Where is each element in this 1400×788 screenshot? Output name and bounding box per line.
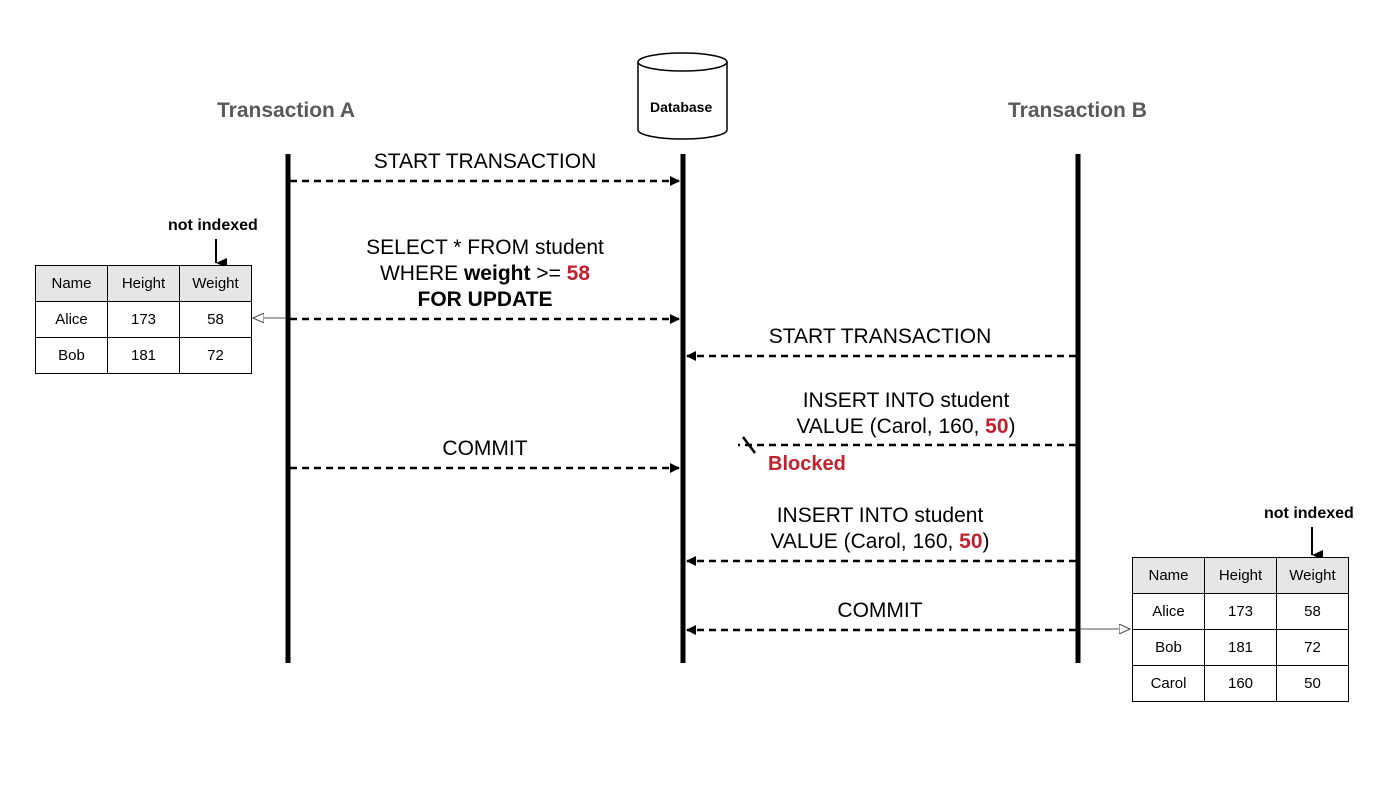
label-b-insert-1-line1: INSERT INTO student [802, 389, 1010, 412]
label-a-select-line1: SELECT * FROM student [366, 236, 604, 259]
table-header-cell: Name [35, 265, 108, 302]
header-transaction-b: Transaction B [1008, 99, 1147, 122]
table-header-cell: Weight [1276, 557, 1349, 594]
label-b-insert-1-line2: VALUE (Carol, 160, 50) [796, 415, 1016, 438]
label-a-select: SELECT * FROM student WHERE weight >= 58… [285, 235, 685, 313]
table-cell: Alice [1132, 593, 1205, 630]
table-header-row: Name Height Weight [35, 265, 252, 302]
table-cell: 72 [179, 337, 252, 374]
table-cell: 173 [1204, 593, 1277, 630]
table-cell: 181 [107, 337, 180, 374]
label-a-select-line2: WHERE weight >= 58 [379, 262, 591, 285]
label-b-start: START TRANSACTION [768, 325, 992, 348]
label-b-insert-1: INSERT INTO student VALUE (Carol, 160, 5… [706, 388, 1106, 440]
table-cell: 160 [1204, 665, 1277, 702]
table-cell: Alice [35, 301, 108, 338]
table-row: Bob 181 72 [1132, 629, 1349, 666]
table-row: Alice 173 58 [1132, 593, 1349, 630]
label-b-insert-2-line1: INSERT INTO student [776, 504, 984, 527]
table-b: Name Height Weight Alice 173 58 Bob 181 … [1132, 557, 1349, 702]
table-cell: 72 [1276, 629, 1349, 666]
table-cell: 58 [1276, 593, 1349, 630]
blocked-slash-icon [742, 436, 756, 454]
table-cell: Bob [1132, 629, 1205, 666]
table-header-cell: Height [1204, 557, 1277, 594]
label-b-insert-2: INSERT INTO student VALUE (Carol, 160, 5… [680, 503, 1080, 555]
note-not-indexed-b: not indexed [1264, 505, 1354, 522]
table-cell: 173 [107, 301, 180, 338]
table-cell: 58 [179, 301, 252, 338]
database-label: Database [650, 99, 713, 115]
table-row: Bob 181 72 [35, 337, 252, 374]
table-cell: 50 [1276, 665, 1349, 702]
header-transaction-a: Transaction A [217, 99, 356, 122]
table-row: Alice 173 58 [35, 301, 252, 338]
label-b-insert-2-line2: VALUE (Carol, 160, 50) [770, 530, 990, 553]
label-a-select-line3: FOR UPDATE [417, 288, 553, 311]
table-header-cell: Weight [179, 265, 252, 302]
blocked-label: Blocked [768, 453, 846, 475]
table-row: Carol 160 50 [1132, 665, 1349, 702]
database-icon [637, 52, 728, 140]
table-cell: Bob [35, 337, 108, 374]
label-b-commit: COMMIT [837, 599, 923, 622]
table-cell: 181 [1204, 629, 1277, 666]
label-a-commit: COMMIT [442, 437, 528, 460]
note-not-indexed-a: not indexed [168, 217, 258, 234]
label-a-start: START TRANSACTION [373, 150, 597, 173]
table-header-cell: Name [1132, 557, 1205, 594]
table-header-cell: Height [107, 265, 180, 302]
table-cell: Carol [1132, 665, 1205, 702]
table-a: Name Height Weight Alice 173 58 Bob 181 … [35, 265, 252, 374]
table-header-row: Name Height Weight [1132, 557, 1349, 594]
